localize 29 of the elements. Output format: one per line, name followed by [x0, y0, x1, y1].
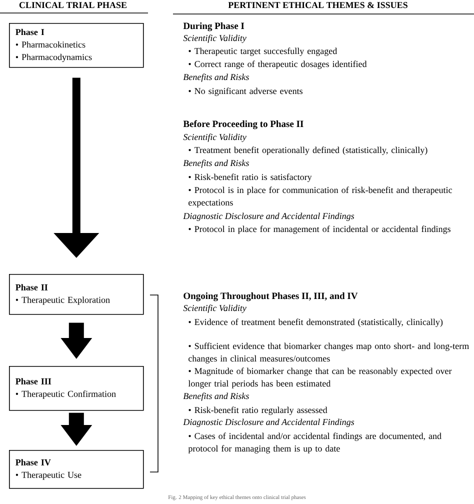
bullet-item: • Cases of incidental and/or accidental findings are documented, and protocol for managing them is up to date	[188, 432, 442, 454]
subheading: Benefits and Risks	[183, 392, 249, 401]
subheading: Scientific Validity	[183, 34, 246, 43]
subheading: Diagnostic Disclosure and Accidental Findings	[183, 212, 354, 221]
bullet-item: • Therapeutic target succesfully engaged	[188, 48, 338, 56]
bullet-item: • Risk-benefit ratio is satisfactory	[188, 174, 312, 182]
subheading: Benefits and Risks	[183, 160, 249, 168]
section-heading: During Phase I	[183, 22, 244, 32]
bullet-item: • Sufficient evidence that biomarker changes map onto short- and long-term changes in clinical measures/outcomes	[188, 342, 469, 364]
section-heading: Before Proceeding to Phase II	[183, 120, 304, 130]
bullet-item: • Treatment benefit operationally defined (statistically, clinically)	[188, 146, 428, 155]
bullet-item: • Risk-benefit ratio regularly assessed	[188, 406, 328, 415]
column-header: PERTINENT ETHICAL THEMES & ISSUES	[228, 2, 408, 8]
subheading: Benefits and Risks	[183, 74, 249, 82]
bullet-item: • No significant adverse events	[188, 88, 302, 96]
phase-box: Phase III • Therapeutic Confirmation	[9, 366, 144, 411]
column-header: CLINICAL TRIAL PHASE	[19, 2, 127, 8]
phase-box: Phase IV • Therapeutic Use	[9, 450, 144, 489]
section-heading: Ongoing Throughout Phases II, III, and IV	[184, 292, 358, 302]
bullet-item: • Protocol in place for management of incidental or accidental findings	[188, 226, 450, 234]
subheading: Diagnostic Disclosure and Accidental Findings	[183, 418, 354, 427]
bullet-item: • Protocol is in place for communication of risk-benefit and therapeutic expectations	[188, 186, 452, 208]
bullet-item: • Evidence of treatment benefit demonstrated (statistically, clinically)	[188, 318, 443, 327]
phase-box: Phase II • Therapeutic Exploration	[9, 274, 144, 315]
phase-box: Phase I • Pharmacokinetics • Pharmacodynamics	[9, 23, 144, 68]
subheading: Scientific Validity	[183, 134, 246, 142]
subheading: Scientific Validity	[183, 304, 246, 313]
bullet-item: • Magnitude of biomarker change that can be reasonably expected over longer trial periods has been estimated	[188, 368, 452, 388]
bullet-item: • Correct range of therapeutic dosages identified	[188, 60, 367, 69]
